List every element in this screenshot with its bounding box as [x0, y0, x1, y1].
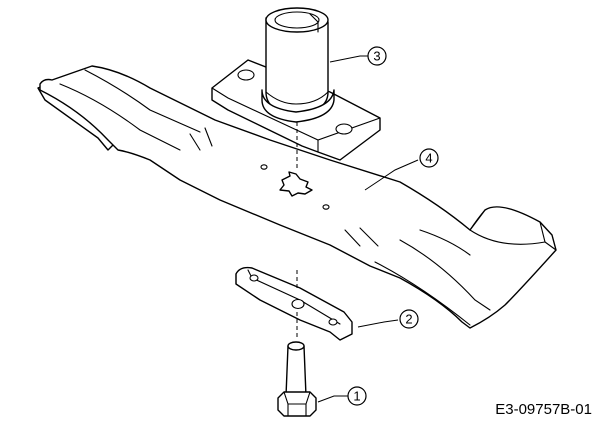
hex-bolt	[277, 341, 317, 417]
callout-4-label: 4	[425, 151, 432, 166]
callout-2-label: 2	[405, 312, 412, 327]
callout-2: 2	[357, 309, 419, 329]
callout-3: 3	[329, 46, 387, 66]
callout-1: 1	[317, 386, 367, 406]
drawing-code: E3-09757B-01	[495, 401, 592, 418]
callout-1-label: 1	[353, 389, 360, 404]
stiffener-plate	[235, 266, 353, 341]
mower-blade	[37, 65, 557, 329]
blade-adapter	[211, 7, 381, 170]
callout-3-label: 3	[373, 49, 380, 64]
callout-4: 4	[364, 148, 439, 191]
